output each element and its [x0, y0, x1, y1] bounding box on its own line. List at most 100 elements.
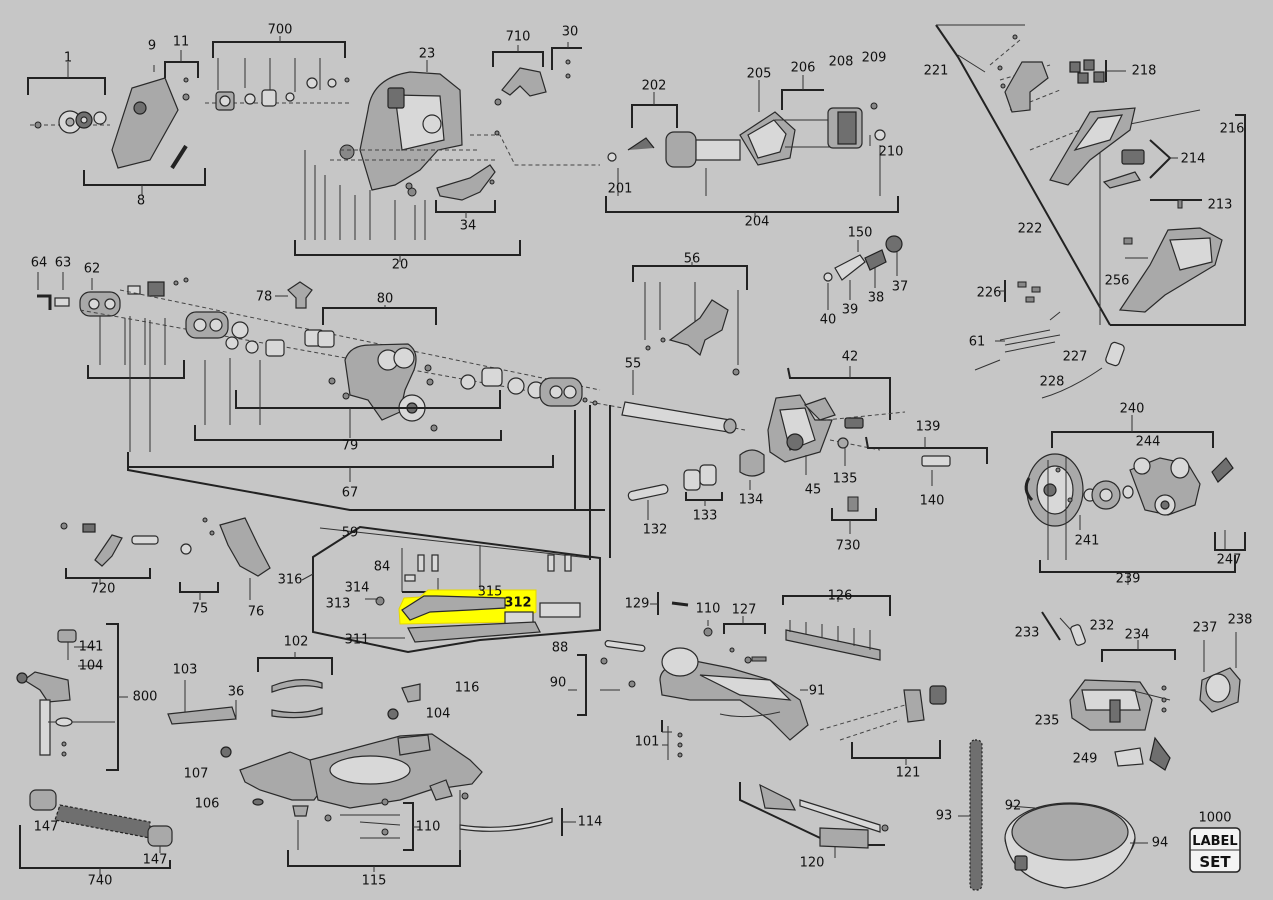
part-label-75[interactable]: 75 — [192, 602, 209, 617]
part-label-150[interactable]: 150 — [848, 226, 873, 241]
part-label-710[interactable]: 710 — [506, 30, 531, 45]
part-label-135[interactable]: 135 — [833, 472, 858, 487]
part-label-315[interactable]: 315 — [478, 585, 503, 600]
part-label-740[interactable]: 740 — [88, 874, 113, 889]
part-label-730[interactable]: 730 — [836, 539, 861, 554]
part-label-237[interactable]: 237 — [1193, 621, 1218, 636]
part-label-104b[interactable]: 104 — [426, 707, 451, 722]
part-label-103[interactable]: 103 — [173, 663, 198, 678]
part-label-84[interactable]: 84 — [374, 560, 391, 575]
part-label-40[interactable]: 40 — [820, 313, 837, 328]
part-label-101[interactable]: 101 — [635, 735, 660, 750]
part-label-228[interactable]: 228 — [1040, 375, 1065, 390]
part-label-116[interactable]: 116 — [455, 681, 480, 696]
part-label-205[interactable]: 205 — [747, 67, 772, 82]
part-label-132[interactable]: 132 — [643, 523, 668, 538]
part-label-126[interactable]: 126 — [828, 589, 853, 604]
part-label-23[interactable]: 23 — [419, 47, 436, 62]
part-label-9[interactable]: 9 — [148, 39, 156, 54]
part-label-241[interactable]: 241 — [1075, 534, 1100, 549]
part-label-134[interactable]: 134 — [739, 493, 764, 508]
part-label-314[interactable]: 314 — [345, 581, 370, 596]
part-label-91[interactable]: 91 — [809, 684, 826, 699]
part-label-313[interactable]: 313 — [326, 597, 351, 612]
part-label-206[interactable]: 206 — [791, 61, 816, 76]
part-label-1000[interactable]: 1000 — [1198, 811, 1231, 826]
part-label-80[interactable]: 80 — [377, 292, 394, 307]
part-label-240[interactable]: 240 — [1120, 402, 1145, 417]
part-label-114[interactable]: 114 — [578, 815, 603, 830]
part-label-79[interactable]: 79 — [342, 439, 359, 454]
part-label-226[interactable]: 226 — [977, 286, 1002, 301]
part-label-39[interactable]: 39 — [842, 303, 859, 318]
part-label-232[interactable]: 232 — [1090, 619, 1115, 634]
part-label-121[interactable]: 121 — [896, 766, 921, 781]
part-label-147[interactable]: 147 — [34, 820, 59, 835]
part-label-209[interactable]: 209 — [862, 51, 887, 66]
part-label-1[interactable]: 1 — [64, 51, 72, 66]
part-label-115[interactable]: 115 — [362, 874, 387, 889]
part-label-311[interactable]: 311 — [345, 633, 370, 648]
part-label-42[interactable]: 42 — [842, 350, 859, 365]
part-label-107[interactable]: 107 — [184, 767, 209, 782]
part-label-141[interactable]: 141 — [79, 640, 104, 655]
part-label-312[interactable]: 312 — [504, 596, 531, 611]
part-label-67[interactable]: 67 — [342, 486, 359, 501]
part-label-11[interactable]: 11 — [173, 35, 190, 50]
part-label-8[interactable]: 8 — [137, 194, 145, 209]
part-label-78[interactable]: 78 — [256, 290, 273, 305]
part-label-88[interactable]: 88 — [552, 641, 569, 656]
part-label-55[interactable]: 55 — [625, 357, 642, 372]
part-label-34[interactable]: 34 — [460, 219, 477, 234]
part-label-147b[interactable]: 147 — [143, 853, 168, 868]
part-label-221[interactable]: 221 — [924, 64, 949, 79]
part-label-208[interactable]: 208 — [829, 55, 854, 70]
part-label-720[interactable]: 720 — [91, 582, 116, 597]
part-label-249[interactable]: 249 — [1073, 752, 1098, 767]
part-label-93[interactable]: 93 — [936, 809, 953, 824]
part-label-700[interactable]: 700 — [268, 23, 293, 38]
part-label-56[interactable]: 56 — [684, 252, 701, 267]
part-label-218[interactable]: 218 — [1132, 64, 1157, 79]
part-label-110b[interactable]: 110 — [416, 820, 441, 835]
part-label-214[interactable]: 214 — [1181, 152, 1206, 167]
part-label-210[interactable]: 210 — [879, 145, 904, 160]
part-label-202[interactable]: 202 — [642, 79, 667, 94]
part-label-30[interactable]: 30 — [562, 25, 579, 40]
part-label-213[interactable]: 213 — [1208, 198, 1233, 213]
part-label-204[interactable]: 204 — [745, 215, 770, 230]
part-label-244[interactable]: 244 — [1136, 435, 1161, 450]
part-label-102[interactable]: 102 — [284, 635, 309, 650]
part-label-64[interactable]: 64 — [31, 256, 48, 271]
part-label-235[interactable]: 235 — [1035, 714, 1060, 729]
part-label-238[interactable]: 238 — [1228, 613, 1253, 628]
part-label-104[interactable]: 104 — [79, 659, 104, 674]
part-label-247[interactable]: 247 — [1217, 553, 1242, 568]
part-label-140[interactable]: 140 — [920, 494, 945, 509]
part-label-239[interactable]: 239 — [1116, 572, 1141, 587]
part-label-227[interactable]: 227 — [1063, 350, 1088, 365]
part-label-36[interactable]: 36 — [228, 685, 245, 700]
part-label-120[interactable]: 120 — [800, 856, 825, 871]
part-label-76[interactable]: 76 — [248, 605, 265, 620]
part-label-20[interactable]: 20 — [392, 258, 409, 273]
part-label-37[interactable]: 37 — [892, 280, 909, 295]
part-label-800[interactable]: 800 — [133, 690, 158, 705]
part-label-234[interactable]: 234 — [1125, 628, 1150, 643]
part-label-94[interactable]: 94 — [1152, 836, 1169, 851]
part-label-216[interactable]: 216 — [1220, 122, 1245, 137]
part-label-233[interactable]: 233 — [1015, 626, 1040, 641]
part-label-45[interactable]: 45 — [805, 483, 822, 498]
part-label-62[interactable]: 62 — [84, 262, 101, 277]
part-label-201[interactable]: 201 — [608, 182, 633, 197]
part-label-110[interactable]: 110 — [696, 602, 721, 617]
part-label-127[interactable]: 127 — [732, 603, 757, 618]
part-label-106[interactable]: 106 — [195, 797, 220, 812]
part-label-59[interactable]: 59 — [342, 526, 359, 541]
part-label-61[interactable]: 61 — [969, 335, 986, 350]
part-label-316[interactable]: 316 — [278, 573, 303, 588]
part-label-38[interactable]: 38 — [868, 291, 885, 306]
part-label-92[interactable]: 92 — [1005, 799, 1022, 814]
part-label-139[interactable]: 139 — [916, 420, 941, 435]
part-label-129[interactable]: 129 — [625, 597, 650, 612]
